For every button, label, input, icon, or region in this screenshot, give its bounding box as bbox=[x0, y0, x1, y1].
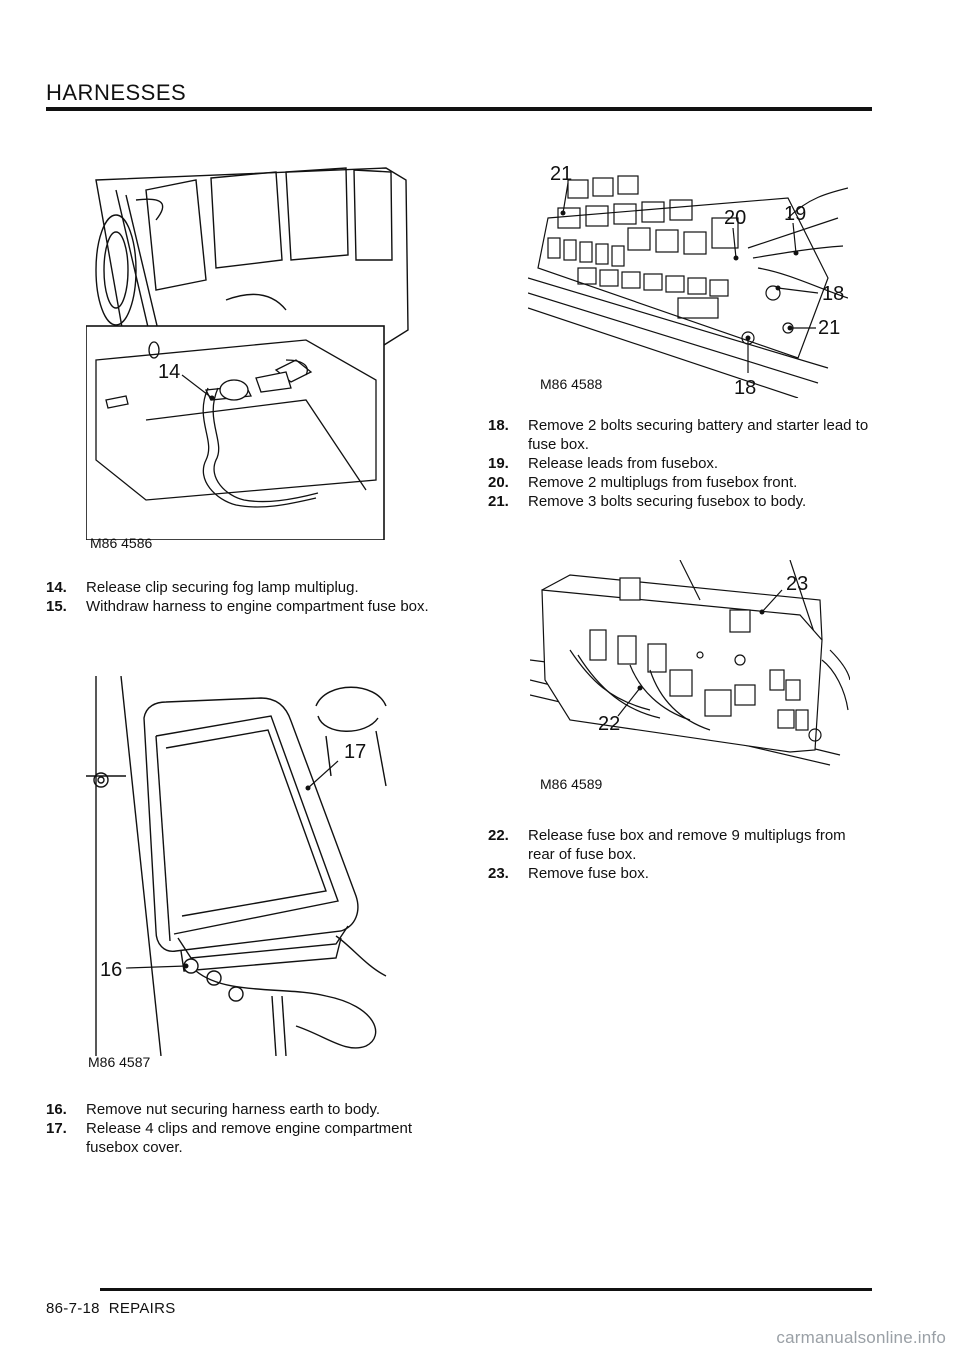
step-text: Release leads from fusebox. bbox=[528, 455, 719, 472]
steps-22-23: 22. Release fuse box and remove 9 multip… bbox=[488, 826, 872, 883]
step-text: Release fuse box and remove 9 multiplugs… bbox=[528, 827, 846, 863]
step-number: 20. bbox=[488, 474, 509, 491]
step-number: 22. bbox=[488, 827, 509, 844]
figure-id-label: M86 4587 bbox=[88, 1054, 151, 1070]
footer-rule bbox=[100, 1288, 872, 1291]
figure-m86-4588-illustration: 21 20 19 18 21 18 bbox=[528, 163, 848, 398]
footer-page-number: 86-7-18 bbox=[46, 1300, 100, 1317]
step-number: 15. bbox=[46, 598, 67, 615]
steps-16-17: 16. Remove nut securing harness earth to… bbox=[46, 1100, 436, 1157]
step-text: Remove 2 multiplugs from fusebox front. bbox=[528, 474, 798, 491]
callout-14: 14 bbox=[158, 361, 180, 383]
step-number: 16. bbox=[46, 1101, 67, 1118]
callout-21-top: 21 bbox=[550, 163, 572, 185]
step-text: Remove fuse box. bbox=[528, 865, 649, 882]
callout-20: 20 bbox=[724, 207, 746, 229]
step-item: 17. Release 4 clips and remove engine co… bbox=[46, 1119, 436, 1157]
figure-id-label: M86 4589 bbox=[540, 776, 603, 792]
step-number: 19. bbox=[488, 455, 509, 472]
step-text: Release clip securing fog lamp multiplug… bbox=[86, 579, 359, 596]
step-item: 14. Release clip securing fog lamp multi… bbox=[46, 578, 436, 597]
figure-m86-4586: 14 M86 4586 bbox=[86, 160, 416, 551]
callout-22: 22 bbox=[598, 713, 620, 735]
step-item: 19. Release leads from fusebox. bbox=[488, 454, 872, 473]
step-number: 21. bbox=[488, 493, 509, 510]
callout-18-bottom: 18 bbox=[734, 377, 756, 398]
figure-m86-4588: 21 20 19 18 21 18 M86 4588 bbox=[528, 158, 848, 398]
step-text: Remove 3 bolts securing fusebox to body. bbox=[528, 493, 807, 510]
step-item: 16. Remove nut securing harness earth to… bbox=[46, 1100, 436, 1119]
figure-m86-4589: 23 22 M86 4589 bbox=[530, 560, 850, 800]
step-number: 18. bbox=[488, 417, 509, 434]
figure-m86-4589-illustration: 23 22 bbox=[530, 560, 850, 766]
watermark-link[interactable]: carmanualsonline.info bbox=[776, 1328, 946, 1347]
figure-m86-4587: 17 16 M86 4587 bbox=[86, 676, 406, 1076]
step-number: 17. bbox=[46, 1120, 67, 1137]
page-header-title: HARNESSES bbox=[46, 80, 187, 105]
step-item: 18. Remove 2 bolts securing battery and … bbox=[488, 416, 872, 454]
figure-m86-4586-illustration: 14 bbox=[86, 167, 409, 540]
callout-21-right: 21 bbox=[818, 317, 840, 339]
footer-section: REPAIRS bbox=[108, 1300, 176, 1317]
step-item: 22. Release fuse box and remove 9 multip… bbox=[488, 826, 872, 864]
step-text: Withdraw harness to engine compartment f… bbox=[86, 598, 429, 615]
step-item: 23. Remove fuse box. bbox=[488, 864, 872, 883]
step-text: Remove nut securing harness earth to bod… bbox=[86, 1101, 381, 1118]
figure-m86-4587-illustration: 17 16 bbox=[86, 676, 387, 1056]
figure-id-label: M86 4586 bbox=[90, 535, 153, 551]
page-footer: 86-7-18 REPAIRS bbox=[46, 1300, 176, 1317]
callout-17: 17 bbox=[344, 741, 366, 763]
step-item: 15. Withdraw harness to engine compartme… bbox=[46, 597, 436, 616]
callout-16: 16 bbox=[100, 959, 122, 981]
callout-18-right: 18 bbox=[822, 283, 844, 305]
step-text: Remove 2 bolts securing battery and star… bbox=[528, 417, 869, 453]
step-number: 14. bbox=[46, 579, 67, 596]
callout-23: 23 bbox=[786, 573, 808, 595]
header-rule bbox=[46, 107, 872, 111]
step-item: 20. Remove 2 multiplugs from fusebox fro… bbox=[488, 473, 872, 492]
steps-14-15: 14. Release clip securing fog lamp multi… bbox=[46, 578, 436, 616]
figure-id-label: M86 4588 bbox=[540, 376, 603, 392]
step-text: Release 4 clips and remove engine compar… bbox=[86, 1120, 413, 1156]
step-number: 23. bbox=[488, 865, 509, 882]
callout-19: 19 bbox=[784, 203, 806, 225]
step-item: 21. Remove 3 bolts securing fusebox to b… bbox=[488, 492, 872, 511]
steps-18-21: 18. Remove 2 bolts securing battery and … bbox=[488, 416, 872, 511]
